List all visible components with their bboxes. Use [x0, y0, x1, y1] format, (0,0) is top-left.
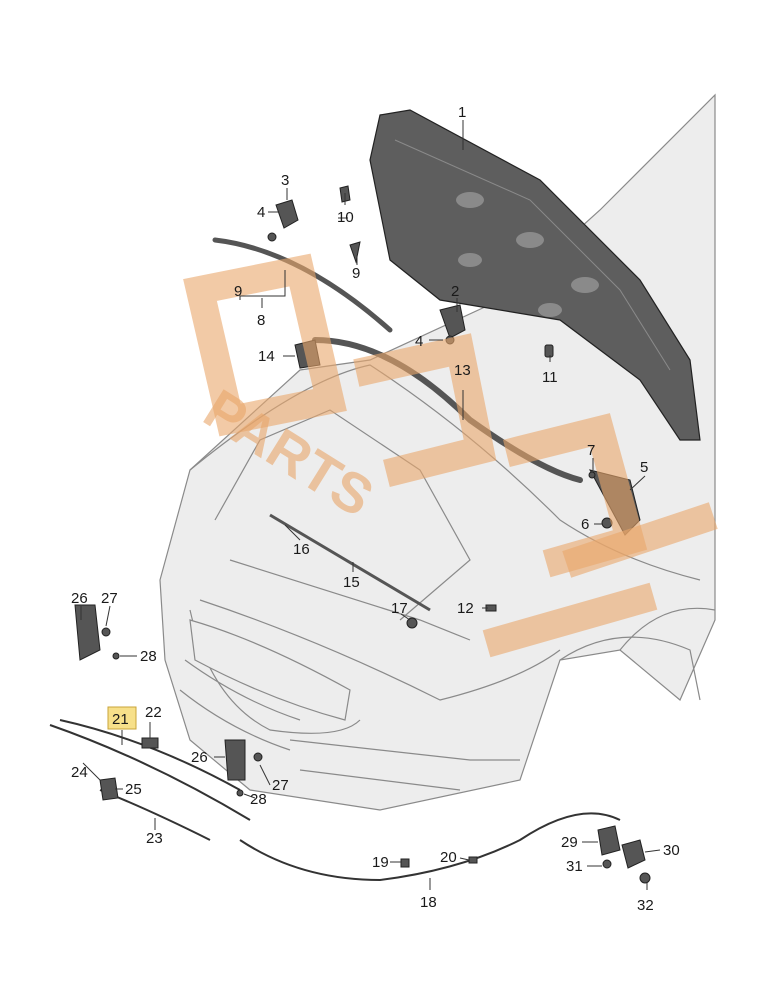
callout-18: 18 [420, 894, 437, 911]
callout-8: 8 [257, 312, 265, 329]
cable-24 [49, 724, 251, 821]
callout-10: 10 [337, 209, 354, 226]
callout-26-upper: 26 [71, 590, 88, 607]
callout-9-lower: 9 [352, 265, 360, 282]
callout-11: 11 [542, 369, 558, 386]
callout-2: 2 [451, 283, 459, 300]
callout-13: 13 [454, 362, 471, 379]
callout-28-lower: 28 [250, 791, 267, 808]
hood-prop-rod [269, 513, 431, 612]
callout-21: 21 [112, 711, 129, 728]
leader-lines [80, 120, 661, 890]
callout-12: 12 [457, 600, 474, 617]
callout-20: 20 [440, 849, 457, 866]
callout-24: 24 [71, 764, 88, 781]
callout-21-highlight [107, 706, 137, 730]
callout-23: 23 [146, 830, 163, 847]
callout-14: 14 [258, 348, 275, 365]
callout-22: 22 [145, 704, 162, 721]
callout-27-upper: 27 [101, 590, 118, 607]
callout-19: 19 [372, 854, 389, 871]
callout-26-lower: 26 [191, 749, 208, 766]
callout-29: 29 [561, 834, 578, 851]
callout-15: 15 [343, 574, 360, 591]
callout-25: 25 [125, 781, 142, 798]
callout-16: 16 [293, 541, 310, 558]
callout-32: 32 [637, 897, 654, 914]
callout-31: 31 [566, 858, 583, 875]
release-cable-main [239, 812, 621, 882]
callout-30: 30 [663, 842, 680, 859]
callout-9-upper: 9 [234, 283, 242, 300]
callout-7: 7 [587, 442, 595, 459]
callout-28-upper: 28 [140, 648, 157, 665]
callout-17: 17 [391, 600, 408, 617]
callout-5: 5 [640, 459, 648, 476]
callout-4-lower: 4 [415, 333, 423, 350]
callout-27-lower: 27 [272, 777, 289, 794]
hood-panel [369, 109, 701, 441]
callout-4-upper: 4 [257, 204, 265, 221]
callout-1: 1 [458, 104, 466, 121]
callout-3: 3 [281, 172, 289, 189]
callout-6: 6 [581, 516, 589, 533]
callouts: 1 2 3 4 4 5 6 7 8 9 9 10 11 12 13 14 15 … [71, 104, 680, 914]
